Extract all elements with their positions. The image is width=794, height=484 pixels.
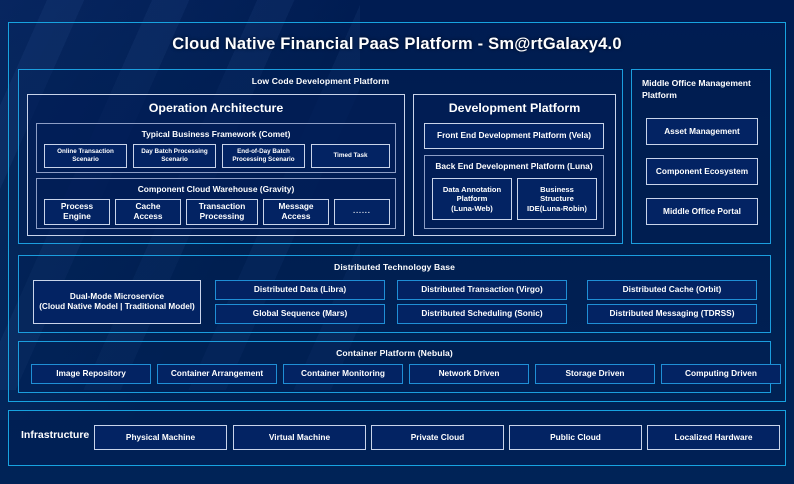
container-chip-network-driven[interactable]: Network Driven xyxy=(409,364,529,384)
operation-architecture-title: Operation Architecture xyxy=(148,101,284,115)
typical-business-framework-panel: Typical Business Framework (Comet) Onlin… xyxy=(36,123,396,173)
component-chip-more[interactable]: ...... xyxy=(334,199,390,225)
infrastructure-chip-virtual-machine[interactable]: Virtual Machine xyxy=(233,425,366,450)
back-end-chip-business-structure-ide[interactable]: Business Structure IDE(Luna-Robin) xyxy=(517,178,597,220)
development-platform-title: Development Platform xyxy=(448,101,581,115)
container-chip-container-monitoring[interactable]: Container Monitoring xyxy=(283,364,403,384)
middle-office-management-panel: Middle Office Management Platform Asset … xyxy=(631,69,771,244)
container-platform-title: Container Platform (Nebula) xyxy=(336,348,453,358)
operation-architecture-panel: Operation Architecture Typical Business … xyxy=(27,94,405,236)
container-chip-storage-driven[interactable]: Storage Driven xyxy=(535,364,655,384)
infrastructure-bar: Infrastructure Physical Machine Virtual … xyxy=(8,410,786,466)
scenario-chip-end-of-day-batch[interactable]: End-of-Day Batch Processing Scenario xyxy=(222,144,305,168)
container-chip-container-arrangement[interactable]: Container Arrangement xyxy=(157,364,277,384)
infrastructure-chip-physical-machine[interactable]: Physical Machine xyxy=(94,425,227,450)
scenario-chip-online-transaction[interactable]: Online Transaction Scenario xyxy=(44,144,127,168)
distributed-chip-distributed-transaction[interactable]: Distributed Transaction (Virgo) xyxy=(397,280,567,300)
distributed-chip-distributed-cache[interactable]: Distributed Cache (Orbit) xyxy=(587,280,757,300)
infrastructure-chip-localized-hardware[interactable]: Localized Hardware xyxy=(647,425,780,450)
page-title: Cloud Native Financial PaaS Platform - S… xyxy=(172,35,622,53)
scenario-chip-timed-task[interactable]: Timed Task xyxy=(311,144,390,168)
distributed-chip-global-sequence[interactable]: Global Sequence (Mars) xyxy=(215,304,385,324)
low-code-platform-title: Low Code Development Platform xyxy=(251,76,390,86)
distributed-chip-distributed-messaging[interactable]: Distributed Messaging (TDRSS) xyxy=(587,304,757,324)
container-platform-panel: Container Platform (Nebula) Image Reposi… xyxy=(18,341,781,393)
front-end-development-platform-chip[interactable]: Front End Development Platform (Vela) xyxy=(424,123,604,149)
container-chip-computing-driven[interactable]: Computing Driven xyxy=(661,364,781,384)
infrastructure-chip-private-cloud[interactable]: Private Cloud xyxy=(371,425,504,450)
back-end-chip-data-annotation-platform[interactable]: Data Annotation Platform (Luna-Web) xyxy=(432,178,512,220)
scenario-chip-day-batch-processing[interactable]: Day Batch Processing Scenario xyxy=(133,144,216,168)
distributed-chip-distributed-scheduling[interactable]: Distributed Scheduling (Sonic) xyxy=(397,304,567,324)
component-chip-transaction-processing[interactable]: Transaction Processing xyxy=(186,199,258,225)
middle-office-chip-asset-management[interactable]: Asset Management xyxy=(646,118,758,145)
back-end-development-platform-title: Back End Development Platform (Luna) xyxy=(435,161,593,171)
distributed-technology-base-panel: Distributed Technology Base Dual-Mode Mi… xyxy=(18,255,771,333)
container-chip-image-repository[interactable]: Image Repository xyxy=(31,364,151,384)
platform-outer-frame: Cloud Native Financial PaaS Platform - S… xyxy=(8,22,786,402)
component-chip-cache-access[interactable]: Cache Access xyxy=(115,199,181,225)
middle-office-chip-component-ecosystem[interactable]: Component Ecosystem xyxy=(646,158,758,185)
infrastructure-chip-public-cloud[interactable]: Public Cloud xyxy=(509,425,642,450)
back-end-development-platform-panel: Back End Development Platform (Luna) Dat… xyxy=(424,155,604,229)
infrastructure-label: Infrastructure xyxy=(21,429,90,441)
component-chip-process-engine[interactable]: Process Engine xyxy=(44,199,110,225)
component-chip-message-access[interactable]: Message Access xyxy=(263,199,329,225)
middle-office-chip-middle-office-portal[interactable]: Middle Office Portal xyxy=(646,198,758,225)
component-cloud-warehouse-title: Component Cloud Warehouse (Gravity) xyxy=(137,184,295,194)
middle-office-management-title: Middle Office Management Platform xyxy=(642,78,751,100)
component-cloud-warehouse-panel: Component Cloud Warehouse (Gravity) Proc… xyxy=(36,178,396,229)
distributed-technology-base-title: Distributed Technology Base xyxy=(334,262,455,272)
low-code-development-platform-panel: Low Code Development Platform Operation … xyxy=(18,69,623,244)
typical-business-framework-title: Typical Business Framework (Comet) xyxy=(141,129,291,139)
development-platform-panel: Development Platform Front End Developme… xyxy=(413,94,616,236)
distributed-chip-distributed-data[interactable]: Distributed Data (Libra) xyxy=(215,280,385,300)
distributed-chip-dual-mode-microservice[interactable]: Dual-Mode Microservice (Cloud Native Mod… xyxy=(33,280,201,324)
